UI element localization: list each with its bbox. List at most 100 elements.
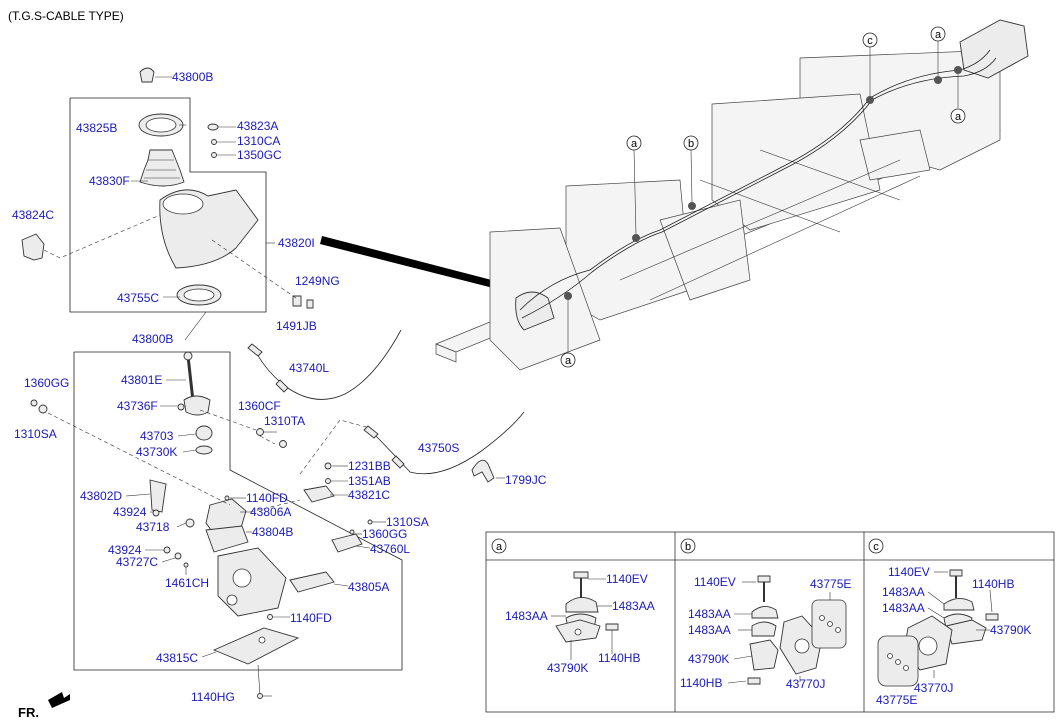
clamp-a-bottom <box>564 292 572 300</box>
label-43804B: 43804B <box>252 525 293 539</box>
label-1360GG-left: 1360GG <box>24 376 69 390</box>
detail-c-label-43770J: 43770J <box>914 681 953 695</box>
nut-1310CA <box>211 139 217 145</box>
label-43800B-mid: 43800B <box>132 332 173 346</box>
label-1351AB: 1351AB <box>348 474 391 488</box>
mid-floor-panel-1 <box>711 93 881 231</box>
bracket-43790K-b <box>749 639 779 671</box>
label-1491JB: 1491JB <box>276 319 317 333</box>
clamp-c-top <box>866 96 874 104</box>
nut-43924-b <box>163 546 171 554</box>
label-43760L: 43760L <box>370 542 410 556</box>
label-1310CA: 1310CA <box>237 134 280 148</box>
detail-b-label-1140HB: 1140HB <box>680 676 722 690</box>
clip-43823A <box>207 123 219 131</box>
callout-a-top-text: a <box>935 29 942 41</box>
detail-a-label-1140HB: 1140HB <box>598 651 640 665</box>
gasket-43821C <box>303 485 335 503</box>
plate-43815C <box>212 627 300 665</box>
detail-c-drawing <box>877 569 999 687</box>
boot-ring-inner <box>145 117 177 133</box>
callout-a-bottom <box>560 352 576 368</box>
detail-c-tag-text: c <box>873 541 879 553</box>
detail-b-label-43790K: 43790K <box>688 652 729 666</box>
label-1310SA-mid: 1310SA <box>386 515 429 529</box>
label-43800B-top: 43800B <box>172 70 213 84</box>
label-43815C: 43815C <box>156 651 198 665</box>
callout-a-right-text: a <box>955 111 962 123</box>
label-43801E: 43801E <box>121 373 162 387</box>
detail-b-label-1483AA-bottom: 1483AA <box>688 623 731 637</box>
callout-b-mid-text: b <box>688 138 694 150</box>
detail-c-label-1483AA-top: 1483AA <box>882 585 925 599</box>
nut-43924-a <box>152 509 160 517</box>
callout-a-bottom-text: a <box>565 355 572 367</box>
detail-b-tag <box>680 538 696 554</box>
label-43802D: 43802D <box>80 489 122 503</box>
shifter-upper-frame <box>69 97 267 313</box>
pin-1461CH <box>183 562 189 568</box>
callout-a-top <box>930 26 946 42</box>
detail-b-label-43775E: 43775E <box>810 577 851 591</box>
lever-43802D <box>149 479 167 513</box>
washer-1350GC <box>211 152 217 158</box>
label-1799JC: 1799JC <box>505 473 547 487</box>
detail-a-label-43790K: 43790K <box>547 661 588 675</box>
base-bracket <box>217 547 287 617</box>
label-43823A: 43823A <box>237 119 278 133</box>
shifter-lower-group <box>30 311 525 699</box>
cable-43750S <box>369 411 525 475</box>
bolt-1249NG <box>306 299 314 309</box>
bracket-43805A <box>289 571 335 593</box>
detail-a-label-1483AA-left: 1483AA <box>505 609 548 623</box>
label-1140FD-b: 1140FD <box>290 611 332 625</box>
bracket-43790K-c <box>945 619 987 645</box>
label-43740L: 43740L <box>289 361 329 375</box>
detail-b-tag-text: b <box>685 541 691 553</box>
bushing-43703 <box>195 425 213 441</box>
label-43821C: 43821C <box>348 488 390 502</box>
bolt-1491JB <box>292 295 302 307</box>
detail-c-tag <box>868 538 884 554</box>
detail-a-tag-text: a <box>496 541 503 553</box>
label-1140HG: 1140HG <box>191 690 235 704</box>
detail-table: a b c <box>485 531 1055 713</box>
detail-b-label-1483AA-top: 1483AA <box>688 607 731 621</box>
clip-43718 <box>185 518 195 528</box>
bolt-1140HB-b <box>747 677 761 685</box>
label-1310SA-left: 1310SA <box>14 427 57 441</box>
shift-lever-pivot <box>183 395 211 416</box>
shift-boot <box>139 149 185 187</box>
plate-43804B <box>205 525 249 553</box>
bolt-1140HB-c <box>985 613 999 621</box>
detail-b-drawing <box>727 575 847 685</box>
label-43824C: 43824C <box>12 208 54 222</box>
shifter-lower-frame <box>73 351 403 671</box>
callout-a-mid <box>626 135 642 151</box>
label-1249NG: 1249NG <box>295 274 340 288</box>
bolt-1140HG <box>257 693 263 699</box>
label-43750S: 43750S <box>418 441 459 455</box>
vehicle-frame <box>435 19 1029 371</box>
label-43730K: 43730K <box>136 445 177 459</box>
bolt-1231BB <box>324 462 332 470</box>
detail-c-label-43790K: 43790K <box>990 623 1031 637</box>
detail-b-label-1140EV: 1140EV <box>694 575 736 589</box>
label-1461CH: 1461CH <box>165 576 209 590</box>
label-1231BB: 1231BB <box>348 459 391 473</box>
label-43805A: 43805A <box>348 580 389 594</box>
detail-b-label-43770J: 43770J <box>786 677 825 691</box>
label-43924-a: 43924 <box>113 505 147 519</box>
detail-c-label-1140EV: 1140EV <box>888 565 930 579</box>
label-1350GC: 1350GC <box>237 148 282 162</box>
bracket-43760L <box>331 533 363 553</box>
clamp-a-top <box>934 76 942 84</box>
clamp-a-right <box>954 66 962 74</box>
nut-1360GG-left <box>30 399 38 407</box>
shifter-upper-group <box>21 67 314 313</box>
label-1360CF: 1360CF <box>238 399 281 413</box>
front-arrow-icon <box>48 692 70 708</box>
clamp-a-mid <box>632 234 640 242</box>
callout-a-right <box>950 108 966 124</box>
